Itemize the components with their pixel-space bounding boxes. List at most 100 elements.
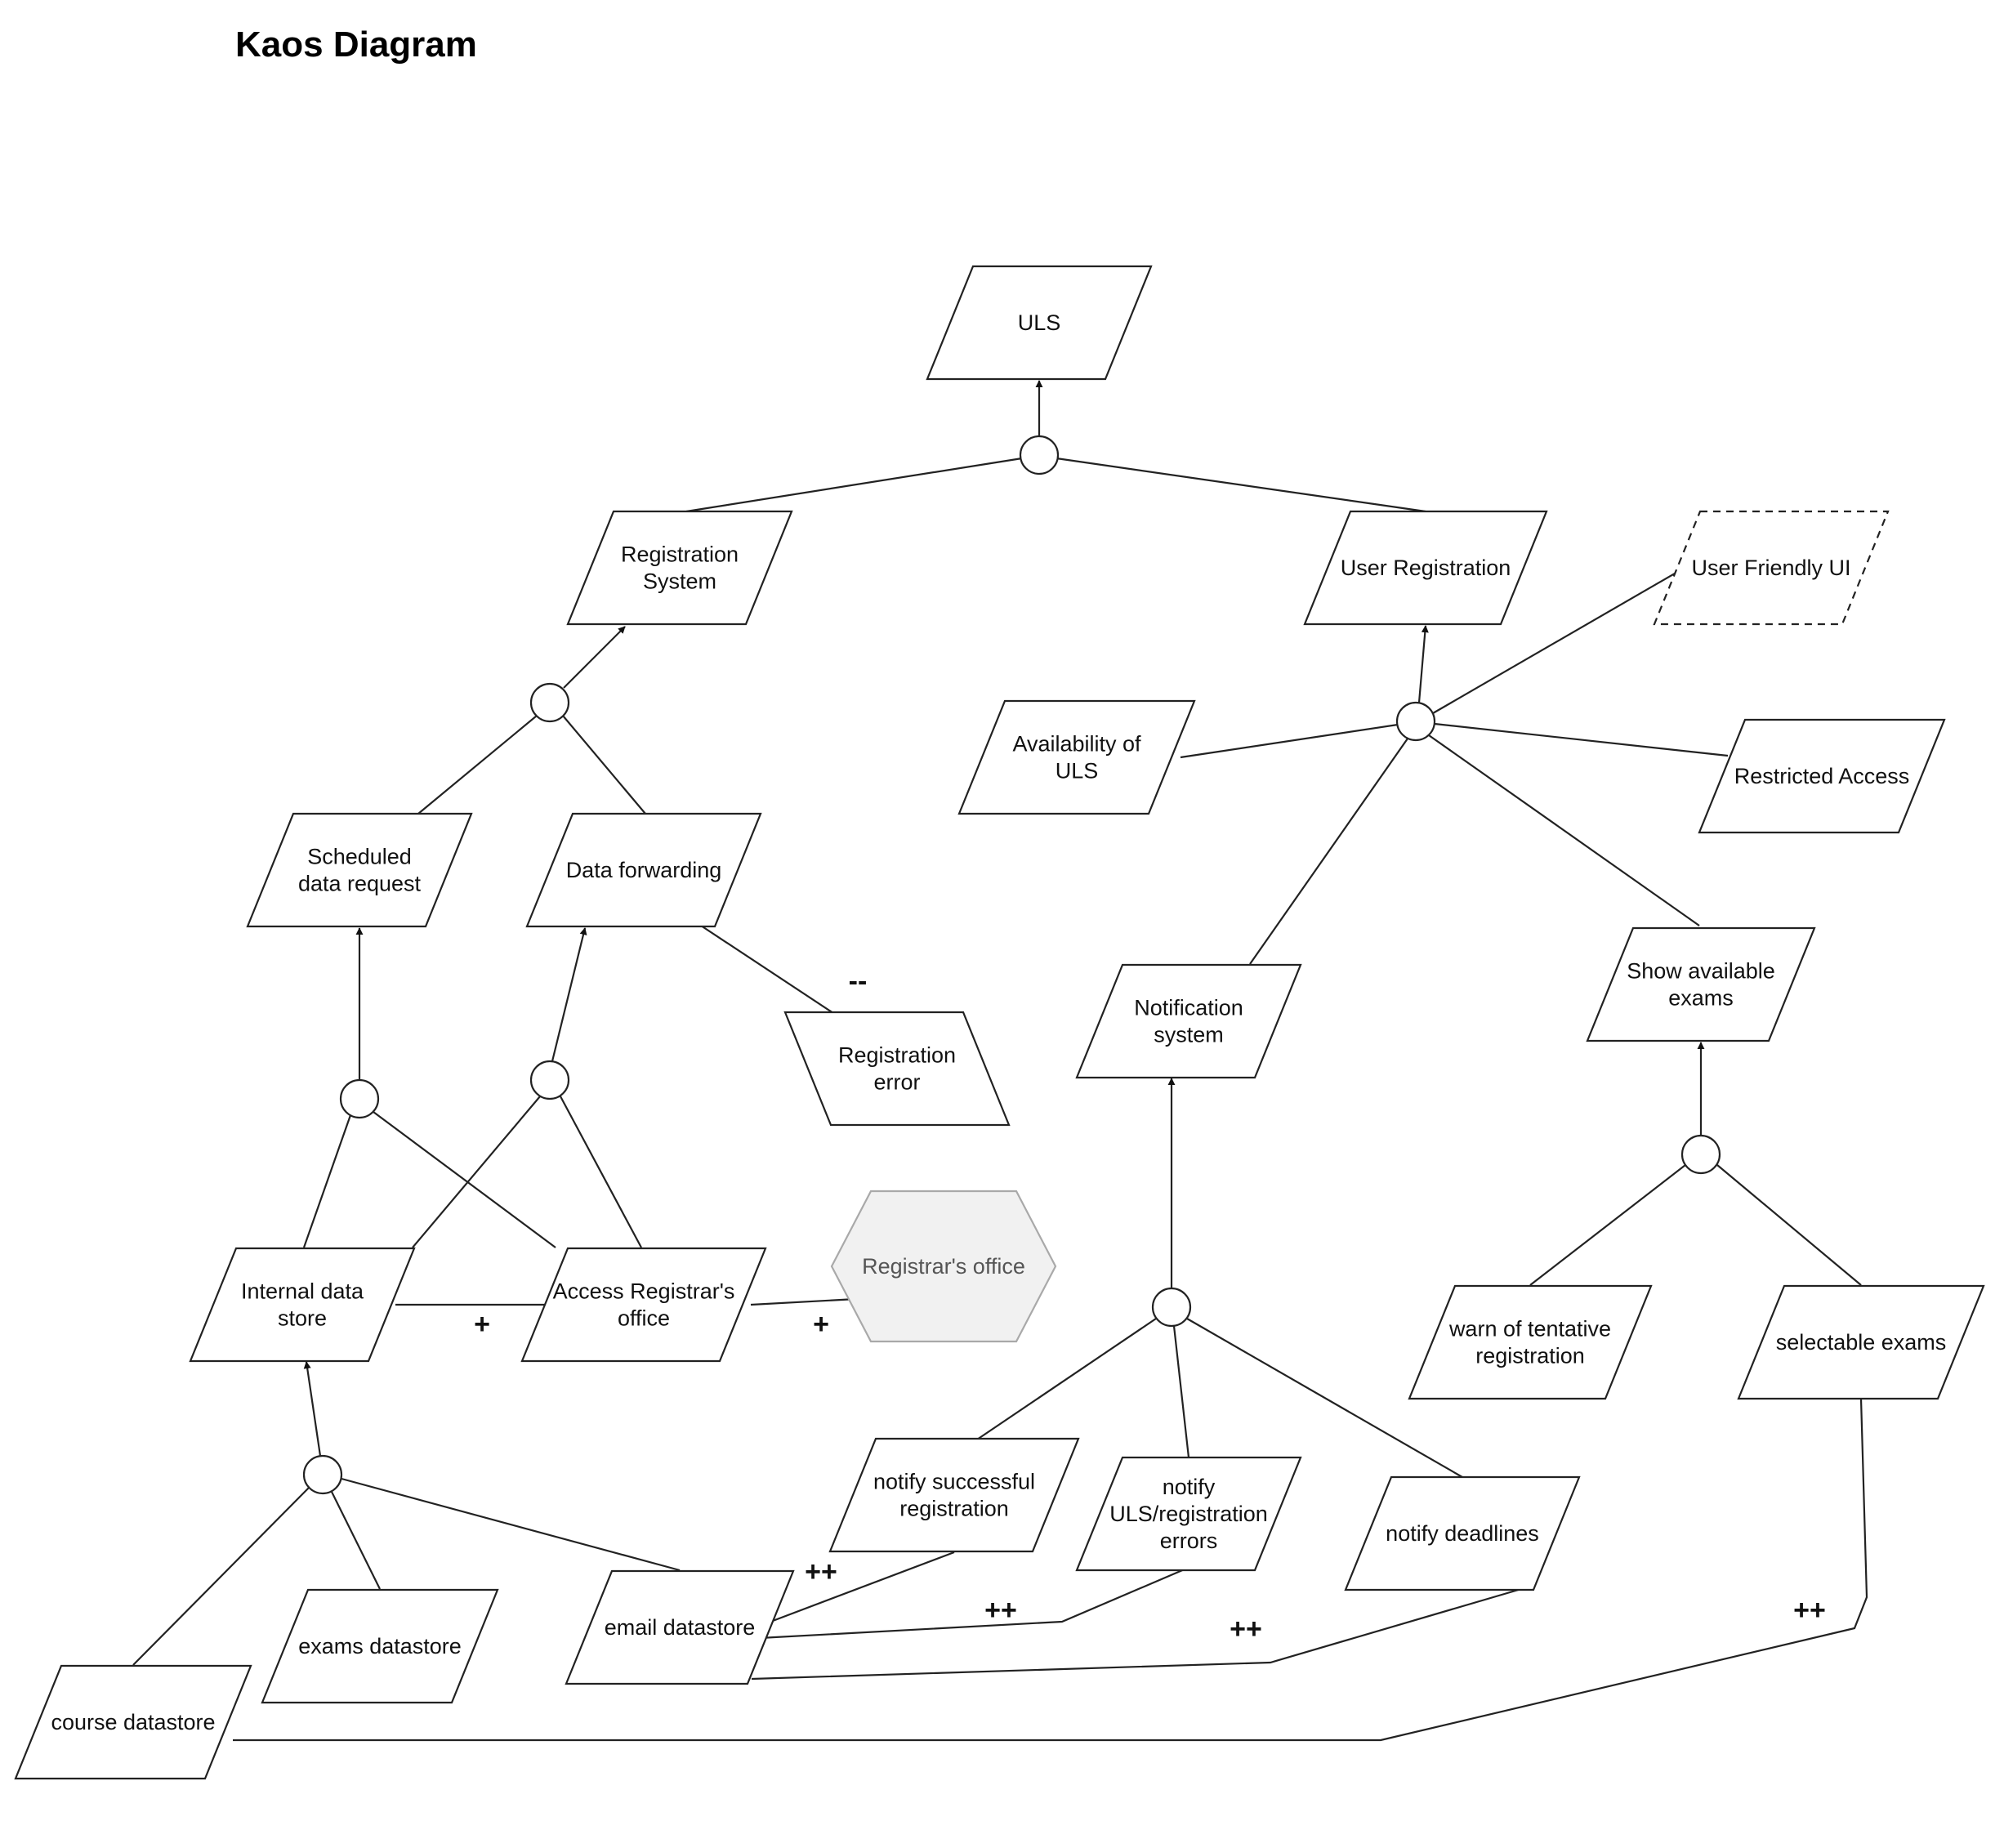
goal-registration-error[interactable] <box>783 1011 1011 1127</box>
link-edge <box>1432 567 1685 714</box>
goal-notify-errors-label: errors <box>1160 1529 1218 1553</box>
goal-registration-system[interactable] <box>566 510 793 626</box>
goal-data-forwarding-label: Data forwarding <box>566 858 722 882</box>
contribution-label-pp-course-selectable: ++ <box>1793 1595 1826 1626</box>
goal-show-available-exams-label: Show available <box>1627 959 1775 984</box>
goal-registration-system-label: Registration <box>621 542 739 567</box>
goal-scheduled-data-request-label: Scheduled <box>307 845 412 869</box>
contribution-label-neg-registration-error: -- <box>849 966 868 997</box>
goal-notify-errors-label: ULS/registration <box>1109 1502 1268 1526</box>
goal-restricted-access-label: Restricted Access <box>1734 764 1910 788</box>
link-edge <box>562 715 646 815</box>
goal-data-forwarding[interactable] <box>525 812 762 928</box>
goal-notify-successful-label: registration <box>899 1497 1009 1521</box>
goal-uls[interactable] <box>926 265 1153 381</box>
goal-scheduled-data-request[interactable] <box>246 812 473 928</box>
goal-availability[interactable] <box>957 699 1196 815</box>
goal-notification-system[interactable] <box>1075 963 1302 1079</box>
contribution-edge <box>759 1567 1187 1640</box>
link-edge <box>412 1096 541 1248</box>
goal-registration-system-label: System <box>643 569 716 594</box>
refinement-node[interactable] <box>1019 435 1060 475</box>
contribution-label-pp-email-successful: ++ <box>805 1556 837 1587</box>
refinement-arrow <box>1417 625 1429 703</box>
link-edge <box>373 1111 556 1248</box>
shapes <box>14 265 1985 1780</box>
contribution-label-pp-email-errors: ++ <box>984 1595 1017 1626</box>
goal-notify-deadlines[interactable] <box>1344 1475 1581 1591</box>
goal-user-friendly-ui[interactable] <box>1653 510 1890 626</box>
link-edge <box>976 1318 1157 1440</box>
agent-registrars-office[interactable] <box>830 1190 1057 1343</box>
refinement-node[interactable] <box>1395 701 1436 742</box>
goal-internal-data-store-label: Internal data <box>241 1279 364 1304</box>
goal-selectable-exams-label: selectable exams <box>1776 1330 1947 1355</box>
goal-availability-label: ULS <box>1056 759 1099 783</box>
goal-notify-errors[interactable] <box>1075 1456 1302 1572</box>
refinement-arrow <box>563 626 626 689</box>
contribution-edge <box>233 1398 1868 1742</box>
link-edge <box>560 1096 642 1248</box>
link-edge <box>750 1297 857 1306</box>
link-edge <box>700 925 834 1014</box>
goal-notify-deadlines-label: notify deadlines <box>1386 1521 1539 1546</box>
refinement-node[interactable] <box>1680 1134 1721 1175</box>
goal-warn-tentative[interactable] <box>1408 1284 1653 1400</box>
link-edge <box>1716 1164 1862 1286</box>
contribution-label-pp-email-deadlines: ++ <box>1230 1614 1262 1645</box>
refinement-arrow <box>551 927 587 1062</box>
refinement-node[interactable] <box>302 1454 343 1495</box>
goal-notification-system-label: system <box>1154 1023 1224 1047</box>
link-edge <box>1434 722 1729 757</box>
refinement-node[interactable] <box>1151 1287 1192 1328</box>
goal-restricted-access[interactable] <box>1698 718 1946 834</box>
goal-availability-label: Availability of <box>1012 732 1141 757</box>
goal-warn-tentative-label: warn of tentative <box>1448 1317 1611 1341</box>
goal-show-available-exams-label: exams <box>1668 986 1734 1011</box>
goal-internal-data-store-label: store <box>278 1306 327 1331</box>
link-edge <box>331 1491 381 1590</box>
goal-notify-errors-label: notify <box>1163 1475 1216 1499</box>
goal-internal-data-store[interactable] <box>189 1247 416 1363</box>
goal-user-registration-label: User Registration <box>1341 556 1511 580</box>
link-edge <box>759 1551 955 1627</box>
edges <box>132 380 1868 1742</box>
goal-registration-error-label: error <box>873 1070 920 1095</box>
refinement-nodes <box>302 435 1721 1495</box>
goal-exams-datastore-label: exams datastore <box>298 1634 462 1658</box>
goal-scheduled-data-request-label: data request <box>298 872 422 896</box>
link-edge <box>132 1487 310 1666</box>
goal-user-registration[interactable] <box>1303 510 1548 626</box>
goal-notification-system-label: Notification <box>1134 996 1243 1020</box>
goal-email-datastore-label: email datastore <box>605 1615 756 1640</box>
goal-notify-successful-label: notify successful <box>873 1470 1035 1494</box>
goal-warn-tentative-label: registration <box>1475 1344 1585 1368</box>
goal-email-datastore[interactable] <box>565 1569 795 1685</box>
goal-course-datastore[interactable] <box>14 1664 252 1780</box>
contribution-label-plus-access-office: + <box>813 1309 829 1340</box>
refinement-node[interactable] <box>339 1078 380 1119</box>
goal-exams-datastore[interactable] <box>261 1588 499 1704</box>
link-edge <box>1249 738 1408 965</box>
goal-notify-successful[interactable] <box>828 1437 1080 1553</box>
goal-access-registrars-office-label: Access Registrar's <box>553 1279 735 1304</box>
goal-uls-label: ULS <box>1018 310 1061 335</box>
link-edge <box>1056 457 1426 513</box>
link-edge <box>1172 1325 1190 1458</box>
link-edge <box>685 457 1023 513</box>
goal-access-registrars-office[interactable] <box>520 1247 767 1363</box>
page-title: Kaos Diagram <box>235 25 477 65</box>
link-edge <box>1180 723 1399 759</box>
link-edge <box>1186 1318 1463 1478</box>
goal-user-friendly-ui-label: User Friendly UI <box>1691 556 1850 580</box>
refinement-arrow <box>303 1361 322 1457</box>
goal-selectable-exams[interactable] <box>1737 1284 1985 1400</box>
refinement-node[interactable] <box>529 682 570 723</box>
link-edge <box>1529 1164 1686 1286</box>
contribution-label-plus-internal-access: + <box>474 1309 490 1340</box>
goal-show-available-exams[interactable] <box>1586 926 1816 1042</box>
refinement-node[interactable] <box>529 1060 570 1100</box>
agent-registrars-office-label: Registrar's office <box>862 1254 1025 1279</box>
link-edge <box>417 715 538 815</box>
